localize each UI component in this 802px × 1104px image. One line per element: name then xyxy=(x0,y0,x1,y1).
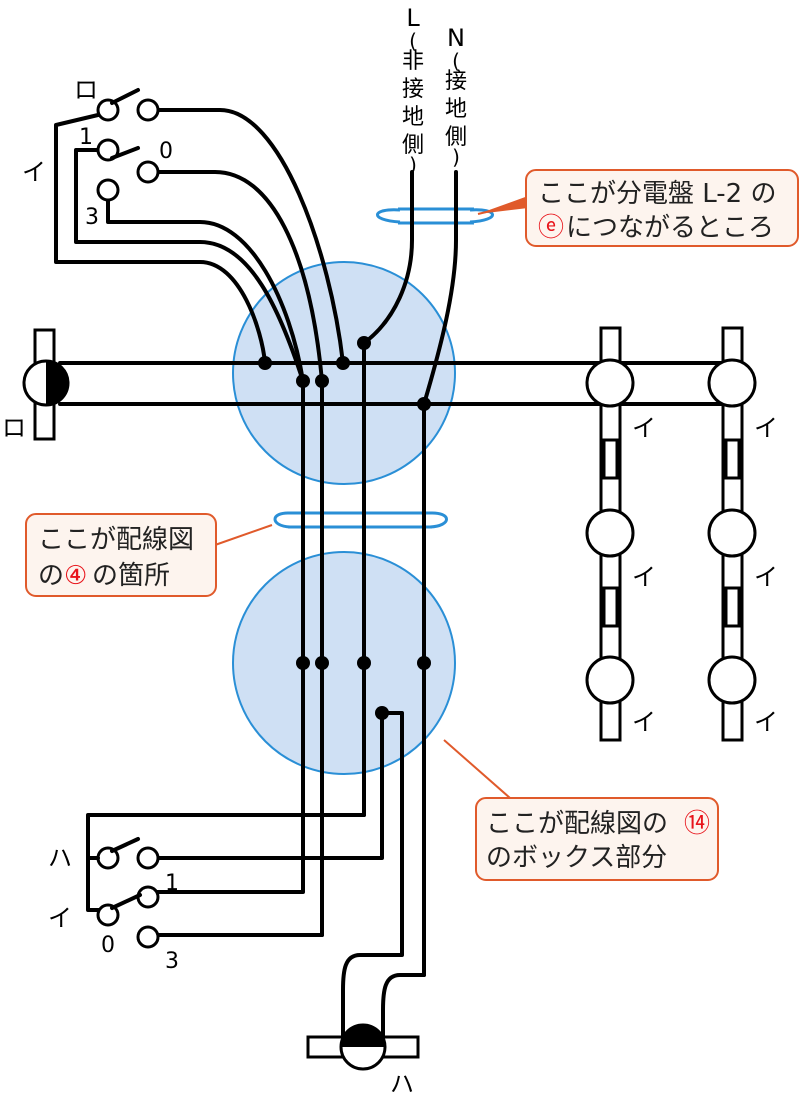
lamp-i-1 xyxy=(585,358,635,408)
wire-switch-0 xyxy=(155,170,324,383)
wire-switch-ro xyxy=(155,108,345,365)
junction-dots xyxy=(258,336,431,720)
cable-mark-between-boxes xyxy=(273,511,448,529)
label-switch-ha: ハ xyxy=(48,844,72,872)
wire-N xyxy=(422,170,458,406)
callout-wiring-4: ここが配線図 の ④ の箇所 xyxy=(25,513,273,597)
callout-box14-line2: のボックス部分 xyxy=(486,843,667,873)
label-lamp-i-1: イ xyxy=(632,414,656,442)
label-N: N xyxy=(447,24,465,52)
lamp-i-2 xyxy=(707,358,757,408)
label-switch-i-bottom: イ xyxy=(48,904,72,932)
wire-bottom-1 xyxy=(155,711,384,860)
callout-panel-line1: ここが分電盤 L-2 の xyxy=(538,179,776,209)
wire-switch-3 xyxy=(106,198,305,383)
callout-panel-line2: につながるところ xyxy=(566,213,774,243)
wire-switch-1 xyxy=(74,148,305,383)
label-term-3-bottom: 3 xyxy=(165,949,179,974)
lamp-i-6 xyxy=(707,655,757,705)
label-lamp-i-6: イ xyxy=(754,708,778,736)
svg-text:(: ( xyxy=(452,49,460,73)
label-L-desc-4: 側 xyxy=(402,133,424,158)
label-term-3: 3 xyxy=(85,205,99,230)
wire-bottom-L xyxy=(86,661,366,912)
label-lamp-i-3: イ xyxy=(632,563,656,591)
switch-top xyxy=(96,88,160,202)
callout-wiring4-prefix: の xyxy=(38,561,64,591)
wire-switch-common xyxy=(54,113,267,365)
label-lamp-i-5: イ xyxy=(632,708,656,736)
svg-text:): ) xyxy=(409,153,417,177)
label-N-desc-1: 接 xyxy=(445,69,467,94)
switch-bottom xyxy=(86,837,160,949)
label-term-0: 0 xyxy=(159,139,173,164)
label-lamp-i-2: イ xyxy=(754,414,778,442)
lamp-i-5 xyxy=(585,655,635,705)
callout-box14-line1: ここが配線図の xyxy=(486,809,668,839)
callout-wiring4-mark: ④ xyxy=(64,561,87,591)
label-L-desc-2: 接 xyxy=(402,77,424,102)
svg-text:(: ( xyxy=(409,29,417,53)
wire-L xyxy=(362,170,414,345)
label-switch-i: イ xyxy=(22,158,46,186)
callout-panel: ここが分電盤 L-2 の ⓔ につながるところ xyxy=(477,169,799,247)
label-L-desc-1: 非 xyxy=(402,49,424,74)
pendant-lamps xyxy=(585,358,757,705)
callout-box-14: ここが配線図の ⑭ のボックス部分 xyxy=(443,739,719,881)
label-term-1: 1 xyxy=(79,125,93,150)
label-fixture-ro: ロ xyxy=(2,414,26,442)
label-term-1-bottom: 1 xyxy=(165,871,179,896)
callout-wiring4-line1: ここが配線図 xyxy=(38,525,194,555)
label-L-desc-3: 地 xyxy=(402,105,424,130)
wire-ha-return xyxy=(341,711,404,1052)
fixture-ha-bottom xyxy=(306,1023,420,1071)
fixture-ro-left xyxy=(22,328,70,441)
callout-wiring4-suffix: の箇所 xyxy=(92,561,170,591)
lamp-i-4 xyxy=(707,508,757,558)
callout-panel-mark: ⓔ xyxy=(538,213,564,243)
wire-bottom-3way-3 xyxy=(155,661,324,937)
label-term-0-bottom: 0 xyxy=(101,933,115,958)
wire-bottom-3way-1 xyxy=(155,661,305,894)
junction-box-lower xyxy=(232,551,456,775)
label-N-desc-2: 地 xyxy=(445,97,467,122)
label-fixture-ha: ハ xyxy=(390,1070,414,1098)
label-lamp-i-4: イ xyxy=(754,563,778,591)
callout-box14-mark: ⑭ xyxy=(684,809,710,839)
cable-mark-service xyxy=(376,207,494,225)
wire-ha-neutral xyxy=(381,661,426,1052)
label-L: L xyxy=(406,4,420,32)
lamp-i-3 xyxy=(585,508,635,558)
svg-text:): ) xyxy=(452,145,460,169)
label-N-desc-3: 側 xyxy=(445,125,467,150)
label-switch-ro: ロ xyxy=(74,76,98,104)
